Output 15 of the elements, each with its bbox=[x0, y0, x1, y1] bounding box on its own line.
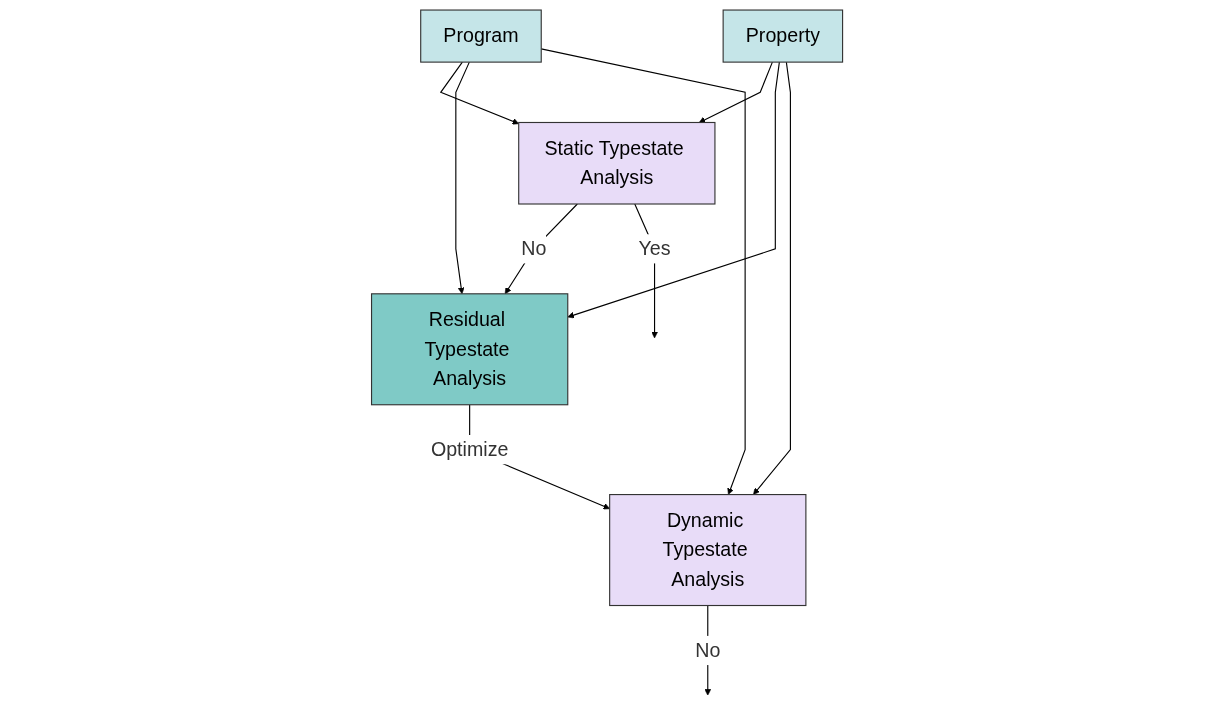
edge-label: No bbox=[695, 638, 721, 662]
edge-label: Yes bbox=[638, 237, 671, 260]
arrow bbox=[567, 61, 780, 319]
arrow bbox=[698, 61, 773, 123]
arrow bbox=[504, 203, 578, 295]
node-box: Residual Typestate Analysis bbox=[370, 293, 569, 406]
edge-label: No bbox=[521, 237, 547, 260]
node-box: Property bbox=[722, 9, 844, 63]
edge-label: Optimize bbox=[430, 437, 509, 461]
arrow bbox=[455, 61, 470, 295]
node-box: Static Typestate Analysis bbox=[518, 121, 716, 205]
arrow bbox=[753, 61, 791, 495]
arrow bbox=[439, 61, 519, 125]
node-box: Dynamic Typestate Analysis bbox=[609, 494, 807, 607]
node-box: Program bbox=[420, 9, 542, 63]
